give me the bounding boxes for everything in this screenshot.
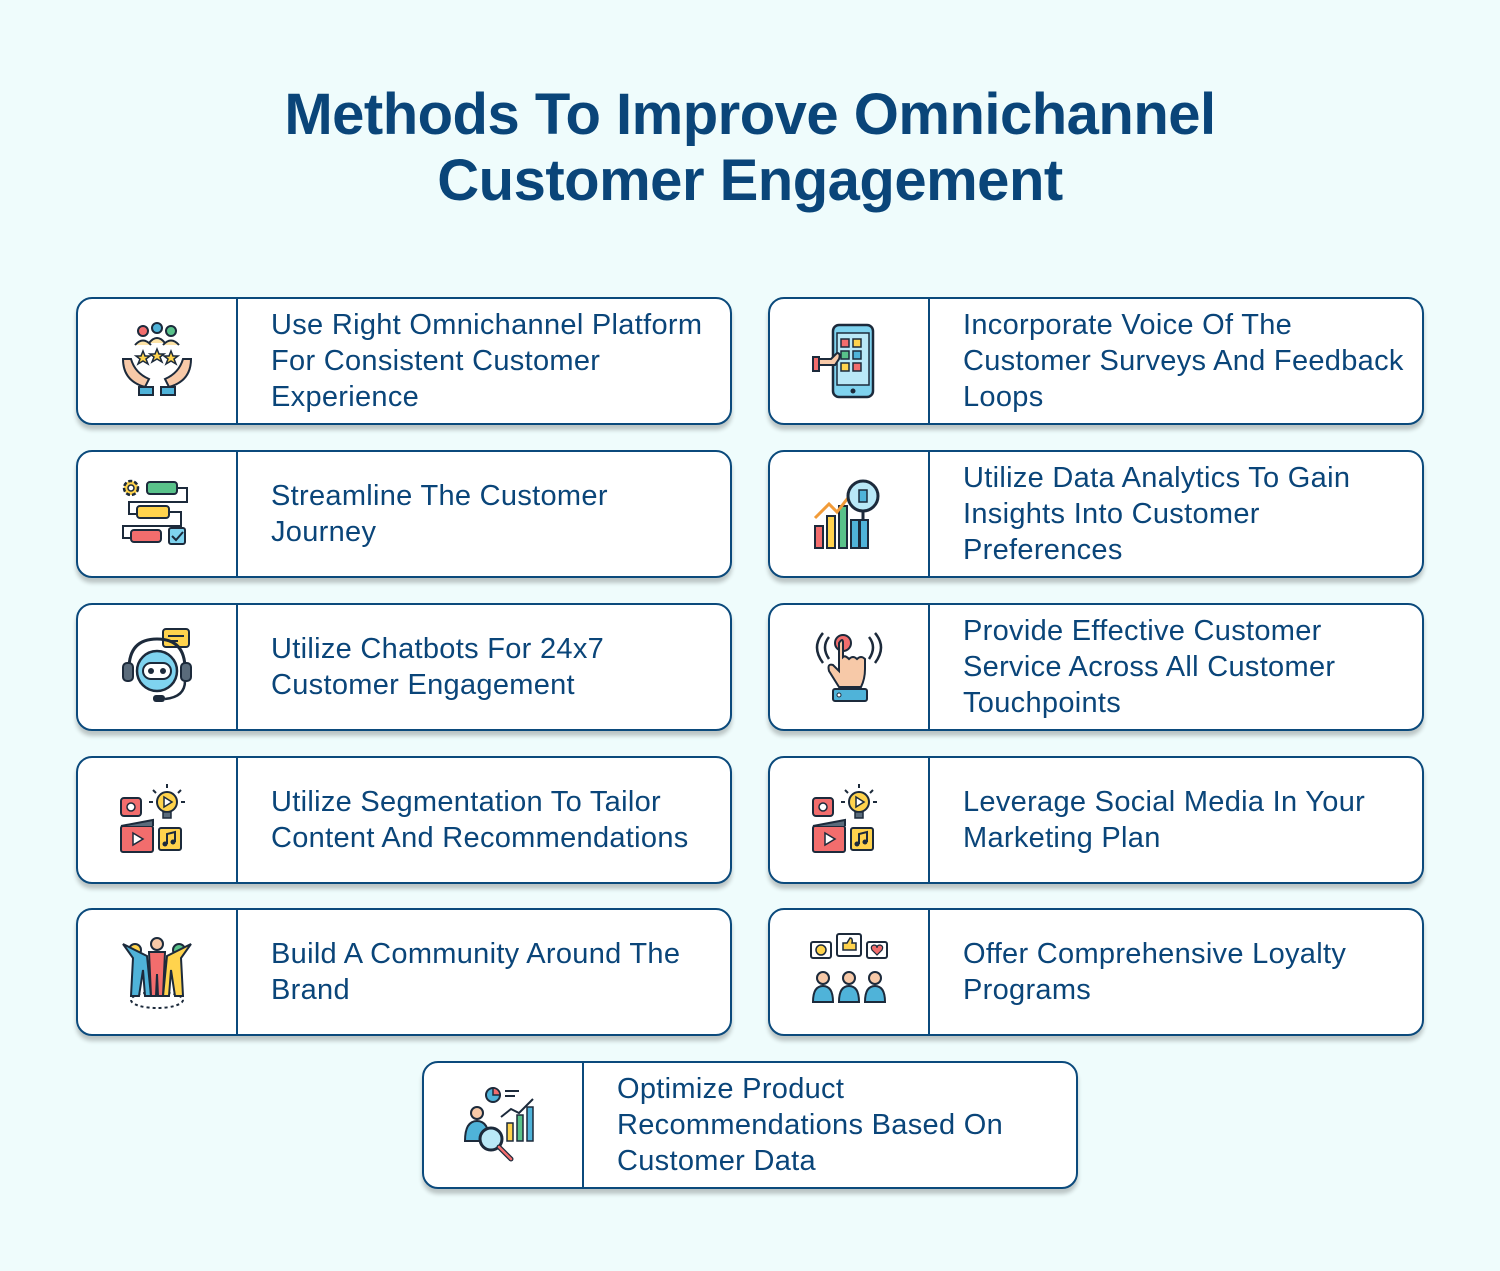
method-card: Streamline The Customer Journey	[76, 450, 732, 578]
method-card: Incorporate Voice Of The Customer Survey…	[768, 297, 1424, 425]
method-label: Use Right Omnichannel Platform For Consi…	[271, 309, 703, 413]
method-label: Utilize Chatbots For 24x7 Customer Engag…	[271, 633, 605, 701]
mobile-app-icon	[812, 323, 875, 399]
method-label: Offer Comprehensive Loyalty Programs	[963, 938, 1347, 1006]
method-label: Leverage Social Media In Your Marketing …	[963, 786, 1366, 854]
method-label: Utilize Data Analytics To Gain Insights …	[963, 462, 1351, 566]
method-card: Utilize Segmentation To Tailor Content A…	[76, 756, 732, 884]
page-title-line-1: Methods To Improve Omnichannel	[284, 82, 1216, 147]
method-label: Incorporate Voice Of The Customer Survey…	[963, 309, 1404, 413]
method-card: Provide Effective Customer Service Acros…	[768, 603, 1424, 731]
method-card: Use Right Omnichannel Platform For Consi…	[76, 297, 732, 425]
method-card: Utilize Data Analytics To Gain Insights …	[768, 450, 1424, 578]
community-icon	[122, 937, 192, 1009]
analytics-magnifier-icon	[813, 479, 880, 549]
data-search-icon	[463, 1087, 534, 1162]
method-card: Utilize Chatbots For 24x7 Customer Engag…	[76, 603, 732, 731]
page-title: Methods To Improve Omnichannel Customer …	[0, 82, 1500, 214]
method-label: Utilize Segmentation To Tailor Content A…	[271, 786, 689, 854]
content-media-icon	[120, 784, 185, 853]
method-label: Streamline The Customer Journey	[271, 480, 608, 548]
workflow-icon	[122, 479, 188, 545]
page-title-line-2: Customer Engagement	[437, 148, 1063, 213]
touch-hand-icon	[815, 632, 883, 702]
method-card: Build A Community Around The Brand	[76, 908, 732, 1036]
loyalty-feedback-icon	[810, 933, 888, 1003]
method-label: Provide Effective Customer Service Acros…	[963, 615, 1336, 719]
method-card: Optimize Product Recommendations Based O…	[422, 1061, 1078, 1189]
method-card: Offer Comprehensive Loyalty Programs	[768, 908, 1424, 1036]
method-card: Leverage Social Media In Your Marketing …	[768, 756, 1424, 884]
social-media-icon	[812, 784, 877, 853]
method-label: Build A Community Around The Brand	[271, 938, 681, 1006]
chatbot-headset-icon	[122, 628, 192, 702]
hands-rating-icon	[121, 322, 193, 396]
method-label: Optimize Product Recommendations Based O…	[617, 1073, 1004, 1177]
